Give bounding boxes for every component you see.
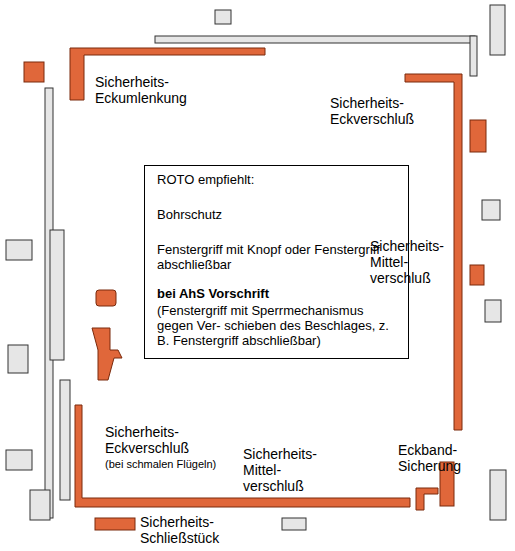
top-rail	[155, 36, 475, 43]
handle-rosette	[96, 290, 116, 306]
keeper-part	[6, 240, 32, 260]
part-label: Sicherheits- Eckumlenkung	[95, 74, 187, 106]
keeper-part	[8, 345, 28, 373]
box-heading: ROTO empfiehlt:	[157, 172, 396, 187]
stay-arm	[490, 5, 505, 55]
box-text: (Fenstergriff mit Sperrmechanismus gegen…	[157, 303, 396, 348]
box-text: bei AhS Vorschrift	[157, 286, 396, 301]
bottom-bar	[60, 380, 70, 500]
part-label: Sicherheits- Mittel- verschluß	[370, 238, 444, 286]
box-text: Fenstergriff mit Knopf oder Fenstergriff…	[157, 242, 396, 272]
keeper-part	[215, 10, 231, 24]
corner-hinge	[490, 470, 506, 520]
keeper-part	[6, 450, 32, 470]
corner-lock-keeper	[470, 120, 486, 152]
bottom-corner-lock	[75, 405, 410, 507]
part-label: Eckband- Sicherung	[398, 442, 461, 474]
hinge-guard	[416, 488, 438, 510]
keeper-part	[482, 200, 500, 220]
part-label: Sicherheits- Mittel- verschluß	[243, 446, 317, 494]
top-corner	[470, 36, 477, 76]
part-label: Sicherheits- Eckverschluß	[330, 95, 414, 127]
part-label: Sicherheits- Schließstück	[140, 514, 219, 546]
keeper-part	[485, 300, 501, 322]
corner-drive-block	[24, 62, 44, 82]
part-label: (bei schmalen Flügeln)	[105, 458, 216, 471]
recommendation-box: ROTO empfiehlt: BohrschutzFenstergriff mi…	[144, 165, 409, 359]
security-keeper	[95, 518, 135, 530]
corner-hinge	[30, 490, 50, 520]
part-label: Sicherheits- Eckverschluß	[105, 424, 189, 456]
box-text: Bohrschutz	[157, 207, 396, 222]
keeper-part	[282, 518, 306, 530]
window-handle	[92, 328, 122, 380]
gearbox	[50, 230, 64, 360]
middle-lock-keeper	[470, 265, 484, 285]
